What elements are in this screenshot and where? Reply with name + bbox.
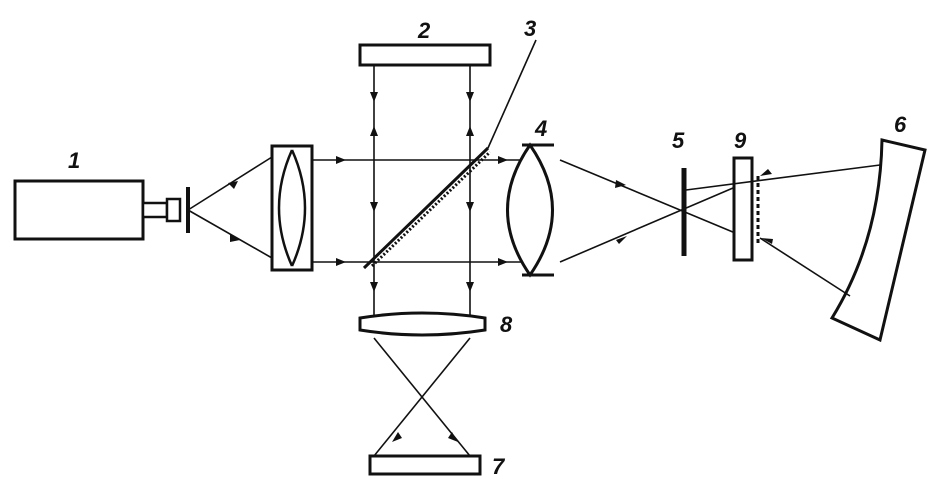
label-2: 2 — [417, 18, 431, 43]
label-7: 7 — [492, 454, 506, 477]
label-6: 6 — [894, 112, 907, 137]
label-4: 4 — [534, 116, 547, 141]
sample-cell — [732, 156, 760, 262]
detector-plate — [368, 454, 482, 476]
converging-beams — [559, 159, 741, 263]
reference-mirror — [358, 43, 492, 67]
label-3: 3 — [524, 16, 536, 41]
lower-lens — [358, 311, 487, 337]
label-5: 5 — [672, 128, 685, 153]
parallel-beams — [312, 156, 526, 266]
laser-source — [13, 179, 190, 241]
label-8: 8 — [500, 312, 513, 337]
return-beams — [685, 164, 881, 297]
label-1: 1 — [68, 148, 80, 173]
focusing-lens — [506, 142, 554, 278]
crossing-beams — [373, 337, 471, 457]
vertical-beams — [370, 65, 474, 318]
concave-mirror — [829, 138, 927, 343]
beam-cone-source — [187, 156, 273, 259]
collimator-lens — [270, 144, 314, 272]
beam-splitter — [362, 39, 537, 270]
label-9: 9 — [734, 128, 747, 153]
